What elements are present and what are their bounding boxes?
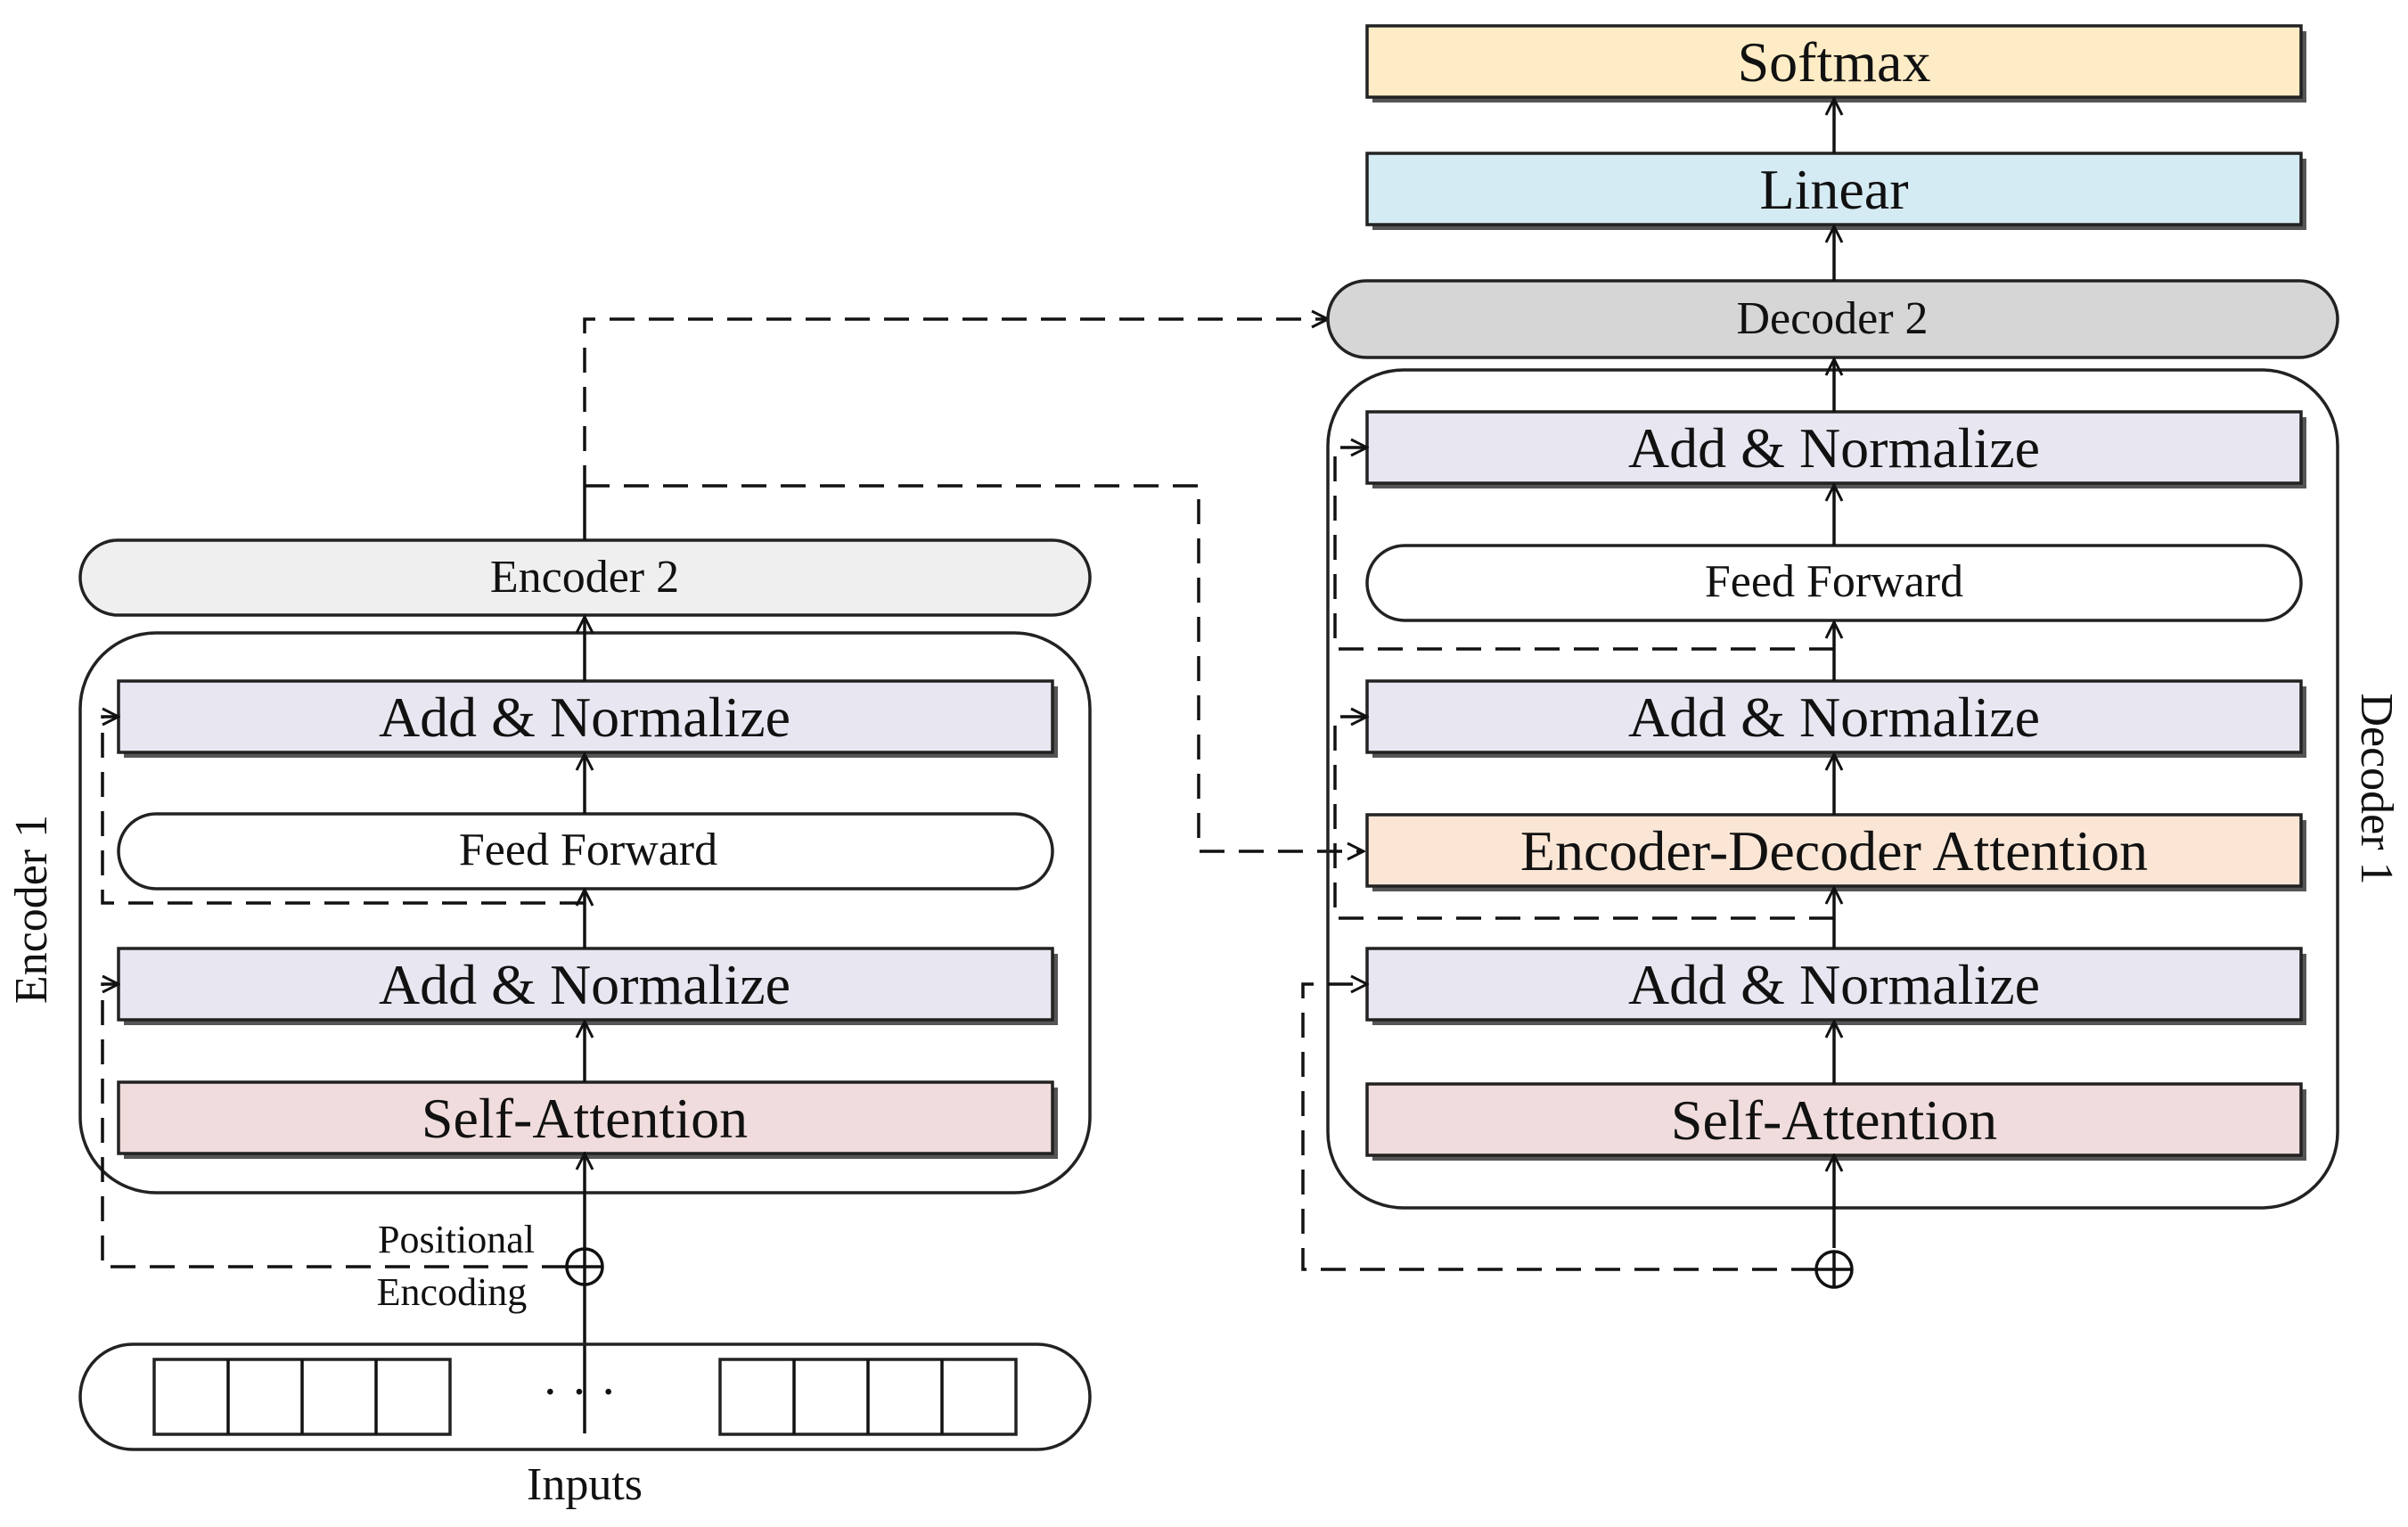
decoder-2-label: Decoder 2 xyxy=(1736,293,1928,344)
input-cells-right xyxy=(718,1358,1018,1436)
encoder-1-label: Encoder 1 xyxy=(6,815,57,1004)
inputs-container xyxy=(78,1342,1092,1451)
inputs-ellipsis: · · · xyxy=(542,1365,617,1420)
decoder-self-attention xyxy=(1365,1082,2303,1157)
decoder-add-normalize-top xyxy=(1365,410,2303,485)
encoder-self-attention-label: Self-Attention xyxy=(422,1087,748,1150)
encoder-decoder-attention-label: Encoder-Decoder Attention xyxy=(1520,819,2148,883)
softmax-block xyxy=(1365,24,2303,99)
decoder-add-normalize-top-label: Add & Normalize xyxy=(1628,416,2040,480)
inputs-label: Inputs xyxy=(527,1459,643,1510)
encoder-2-label: Encoder 2 xyxy=(490,552,679,603)
decoder-add-normalize-bottom xyxy=(1365,947,2303,1022)
decoder-add-normalize-middle-label: Add & Normalize xyxy=(1628,686,2040,749)
positional-encoding-label-line1: Positional xyxy=(378,1218,535,1261)
decoder-feed-forward-label: Feed Forward xyxy=(1705,556,1963,607)
decoder-add-normalize-bottom-label: Add & Normalize xyxy=(1628,953,2040,1016)
encoder-add-normalize-top-label: Add & Normalize xyxy=(379,686,790,749)
linear-label: Linear xyxy=(1760,158,1909,221)
encoder-feed-forward-label: Feed Forward xyxy=(459,825,717,875)
input-cells-left xyxy=(152,1358,452,1436)
encoder-add-normalize-bottom-label: Add & Normalize xyxy=(379,953,790,1016)
positional-encoding-label-line2: Encoding xyxy=(377,1270,528,1314)
encoder-decoder-attention xyxy=(1365,813,2303,888)
decoder-self-attention-label: Self-Attention xyxy=(1671,1088,1997,1152)
decoder-1-label: Decoder 1 xyxy=(2351,693,2402,884)
softmax-label: Softmax xyxy=(1738,30,1931,94)
